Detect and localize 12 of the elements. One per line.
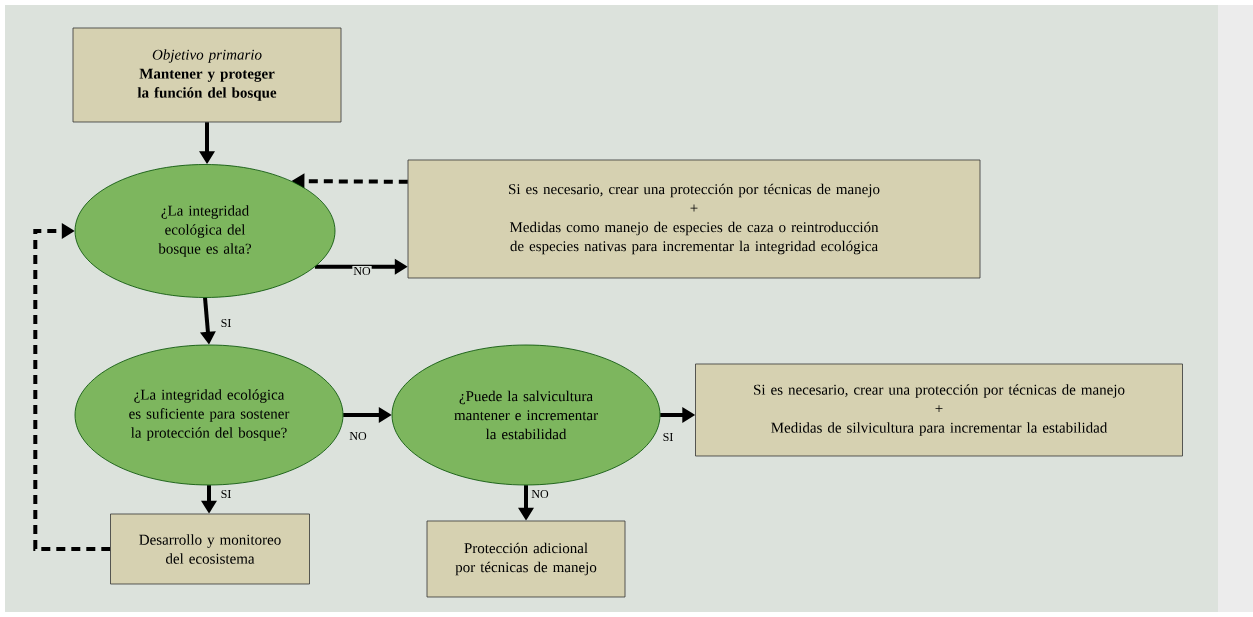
- edge-label: SI: [661, 431, 675, 442]
- process-box: Si es necesario, crear una protección por técnicas de manejo + Medidas como manejo de especies de caza o reintroducción de especies nativas para incrementar la integridad ecológica: [407, 159, 981, 279]
- edge-label: NO: [352, 265, 372, 277]
- edge-label: NO: [530, 488, 550, 499]
- process-box: Objetivo primario Mantener y proteger la función del bosque: [72, 27, 342, 123]
- edge-label: SI: [219, 317, 233, 328]
- edge-label: SI: [219, 488, 233, 499]
- process-box: Desarrollo y monitoreo del ecosistema: [110, 513, 310, 585]
- edge-label: NO: [348, 430, 368, 441]
- process-box: Protección adicional por técnicas de manejo: [426, 520, 626, 598]
- process-box: Si es necesario, crear una protección por técnicas de manejo + Medidas de silvicultura para incrementar la estabilidad: [695, 363, 1183, 457]
- arrow: [33, 223, 111, 551]
